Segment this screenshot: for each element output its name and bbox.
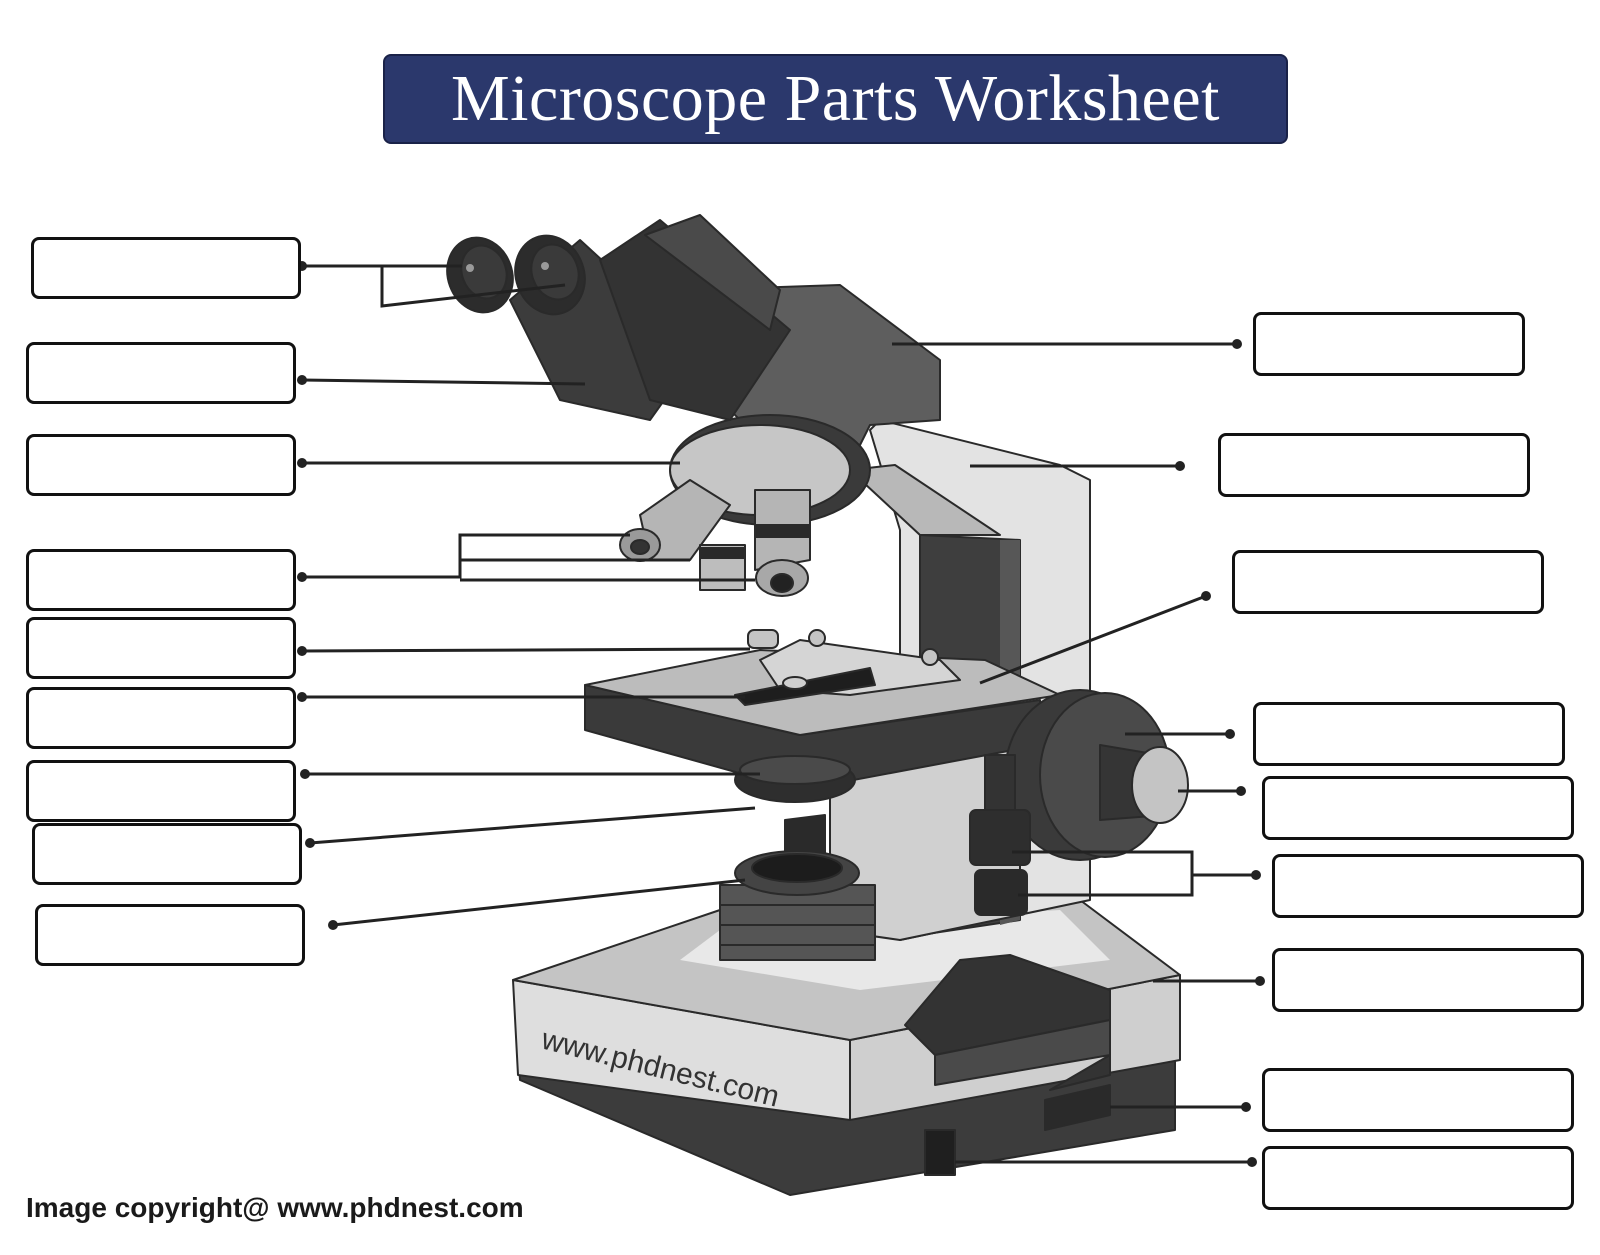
label-box-coarse-adjustment-knob[interactable] xyxy=(1253,702,1565,766)
label-box-eyepiece-tube[interactable] xyxy=(26,342,296,404)
label-box-power-switch[interactable] xyxy=(1262,1146,1574,1210)
label-box-base[interactable] xyxy=(1272,948,1584,1012)
leader-objectives xyxy=(302,533,630,579)
page-title: Microscope Parts Worksheet xyxy=(451,62,1220,135)
stage-clip-knob xyxy=(747,629,779,649)
label-box-nosepiece[interactable] xyxy=(26,434,296,496)
copyright-text: Image copyright@ www.phdnest.com xyxy=(26,1192,524,1223)
label-box-condenser[interactable] xyxy=(26,760,296,822)
label-box-stage-clip[interactable] xyxy=(26,617,296,679)
leader-diaphragm xyxy=(309,806,756,845)
microscope-illustration: www.phdnest.com xyxy=(446,214,1189,1196)
label-box-fine-adjustment-knob[interactable] xyxy=(1262,776,1574,840)
label-box-light-source[interactable] xyxy=(35,904,305,966)
objective-lenses xyxy=(619,479,811,597)
leader-stage-clip xyxy=(301,647,751,653)
label-box-arm[interactable] xyxy=(1218,433,1530,497)
brightness-dial xyxy=(1044,1084,1111,1131)
focus-knobs xyxy=(1004,689,1189,861)
leader-stage xyxy=(979,594,1207,685)
leader-light-source xyxy=(332,878,746,927)
label-box-aperture[interactable] xyxy=(26,687,296,749)
title-banner: Microscope Parts Worksheet xyxy=(383,54,1288,144)
label-box-stage[interactable] xyxy=(1232,550,1544,614)
power-switch xyxy=(924,1129,956,1176)
label-box-diaphragm[interactable] xyxy=(32,823,302,885)
leader-eyepiece-tube xyxy=(301,378,586,386)
label-box-head[interactable] xyxy=(1253,312,1525,376)
label-box-objective-lenses[interactable] xyxy=(26,549,296,611)
light-source xyxy=(719,850,876,961)
label-box-brightness-adjustment[interactable] xyxy=(1262,1068,1574,1132)
arm-front xyxy=(849,464,1001,536)
label-box-eyepieces[interactable] xyxy=(31,237,301,299)
leader-lines xyxy=(301,264,1260,1164)
label-box-stage-control-knobs[interactable] xyxy=(1272,854,1584,918)
